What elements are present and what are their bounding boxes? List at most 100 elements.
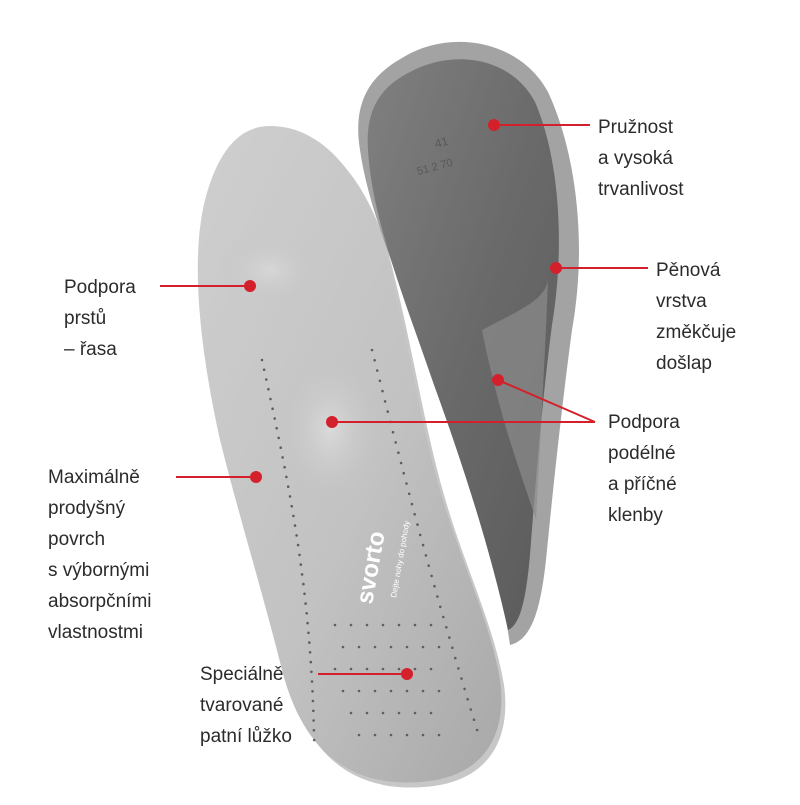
perforation-dot [365,623,369,627]
perforation-dot [454,656,457,660]
callout-line: vlastnostmi [48,622,144,643]
perforation-dot [437,733,441,737]
perforation-dot [260,358,264,362]
perforation-dot [312,719,315,722]
perforation-dot [418,533,422,537]
perforation-dot [370,348,374,352]
toe-ridge-highlight [215,230,325,310]
perforation-dot [267,387,270,391]
perforation-dot [472,718,476,721]
perforation-dot [437,689,441,693]
callout-podpora-prstu: Podpora prstů – řasa [64,272,136,365]
perforation-dot [439,605,442,609]
perforation-dot [273,417,277,420]
perforation-dot [416,523,419,526]
callout-podpora-klenby: Podpora podélné a příčné klenby [608,407,680,531]
perforation-dot [433,584,436,588]
perforation-dot [293,524,297,527]
callout-line: změkčuje [656,322,737,343]
perforation-dot [292,514,295,518]
pointer-dot-klenby-front [326,416,338,428]
perforation-dot [290,504,294,508]
arch-support-highlight [275,350,385,510]
pointer-dot-prstu [244,280,256,292]
perforation-dot [269,397,272,401]
perforation-dot [373,359,376,362]
perforation-dot [381,389,384,393]
perforation-dot [357,645,361,649]
perforation-dot [410,502,414,506]
perforation-dot [430,574,433,578]
perforation-dot [429,667,433,671]
perforation-dot [262,368,266,372]
perforation-dot [397,451,400,455]
perforation-dot [386,410,390,413]
callout-line: trvanlivost [598,179,684,200]
callout-pruznost: Pružnost a vysoká trvanlivost [598,112,684,205]
perforation-dot [469,708,473,711]
perforation-dot [460,677,463,680]
back-insole: 41 51 2 70 [358,41,579,645]
perforation-dot [312,729,316,732]
callout-line: absorpčními [48,591,152,612]
perforation-dot [424,554,428,557]
perforation-dot [365,711,369,715]
perforation-dot [279,446,283,450]
perforation-dot [381,711,385,715]
perforation-dot [310,680,314,683]
perforation-dot [277,436,281,440]
perforation-dot [373,689,377,693]
perforation-dot [466,697,470,701]
perforation-dot [475,728,479,732]
pointer-dot-prodysny [250,471,262,483]
callout-line: a vysoká [598,148,673,169]
perforation-dot [281,456,284,459]
callout-line: a příčné [608,474,677,495]
perforation-dot [307,631,310,635]
perforation-dot [451,646,454,650]
perforation-dot [311,690,314,693]
perforation-dot [389,645,393,649]
front-insole: svorto Dejte nohy do pohody [197,126,506,788]
perforation-dot [357,689,361,693]
perforation-dot [303,592,306,596]
perforation-dot [405,733,409,737]
perforation-dot [413,667,417,671]
perforation-dot [407,492,411,496]
perforation-dot [397,711,401,715]
perforation-dot [304,602,307,605]
size-mark-1: 41 [433,134,450,151]
perforation-dot [271,407,274,411]
callout-line: Pružnost [598,117,673,138]
callout-line: došlap [656,353,712,374]
perforation-dot [383,400,387,403]
perforation-dot [275,426,279,430]
perforation-dots [260,348,479,742]
perforation-dot [309,660,313,664]
perforation-dot [333,667,337,671]
pointer-dot-pruznost [488,119,500,131]
perforation-dot [283,465,286,469]
callout-line: patní lůžko [200,726,292,747]
perforation-dot [413,513,417,516]
perforation-dot [295,534,298,537]
perforation-dot [285,475,288,479]
perforation-dot [463,687,466,691]
callout-patni-luzko: Speciálně tvarované patní lůžko [200,659,292,752]
perforation-dot [311,699,315,703]
perforation-dot [312,709,315,713]
perforation-dot [299,563,303,566]
perforation-dot [429,623,433,627]
perforation-dot [402,471,406,475]
pointer-line-klenby-upper [497,379,596,423]
perforation-dot [312,738,316,742]
perforation-dot [457,667,460,670]
perforation-dot [421,645,425,649]
callout-line: s výbornými [48,560,150,581]
perforation-dot [421,689,425,693]
perforation-dot [333,623,337,627]
perforation-dot [448,636,451,639]
perforation-dot [308,641,311,644]
callout-line: Pěnová [656,260,721,281]
